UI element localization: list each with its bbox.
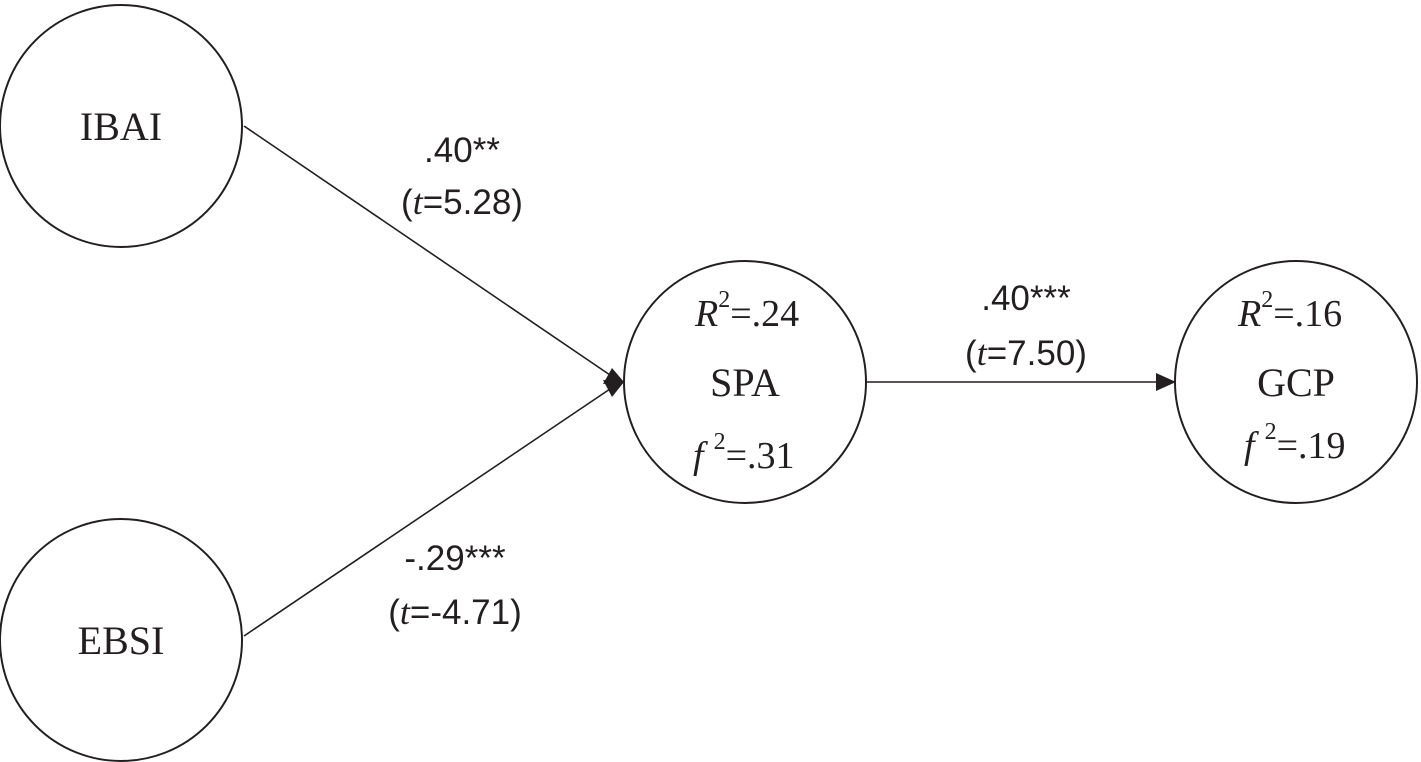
node-ebsi-label: EBSI <box>78 618 165 663</box>
arrowhead-ibai-spa <box>603 368 624 384</box>
node-gcp <box>1174 260 1418 504</box>
path-spa-gcp-t-statistic: (t=7.50) <box>965 333 1087 373</box>
arrowhead-spa-gcp <box>1156 373 1176 391</box>
path-ebsi-spa-coefficient: -.29*** <box>404 539 506 578</box>
node-gcp-r2: R2=.16 <box>1237 287 1342 335</box>
path-ibai-spa-coefficient: .40** <box>424 131 500 170</box>
path-spa-gcp-coefficient: .40*** <box>981 279 1071 318</box>
node-spa <box>623 260 867 504</box>
path-ibai-spa-t-statistic: (t=5.28) <box>401 182 523 222</box>
path-ebsi-spa-t-statistic: (t=-4.71) <box>388 592 522 632</box>
node-spa-r2: R2=.24 <box>694 287 799 335</box>
path-ebsi-spa <box>243 388 611 637</box>
node-gcp-label: GCP <box>1257 360 1335 405</box>
node-ebsi <box>0 518 243 762</box>
node-spa-label: SPA <box>710 360 780 405</box>
node-ibai-label: IBAI <box>80 104 162 149</box>
path-ibai-spa <box>243 125 611 376</box>
node-ibai <box>0 4 243 248</box>
arrowhead-ebsi-spa <box>603 380 624 397</box>
